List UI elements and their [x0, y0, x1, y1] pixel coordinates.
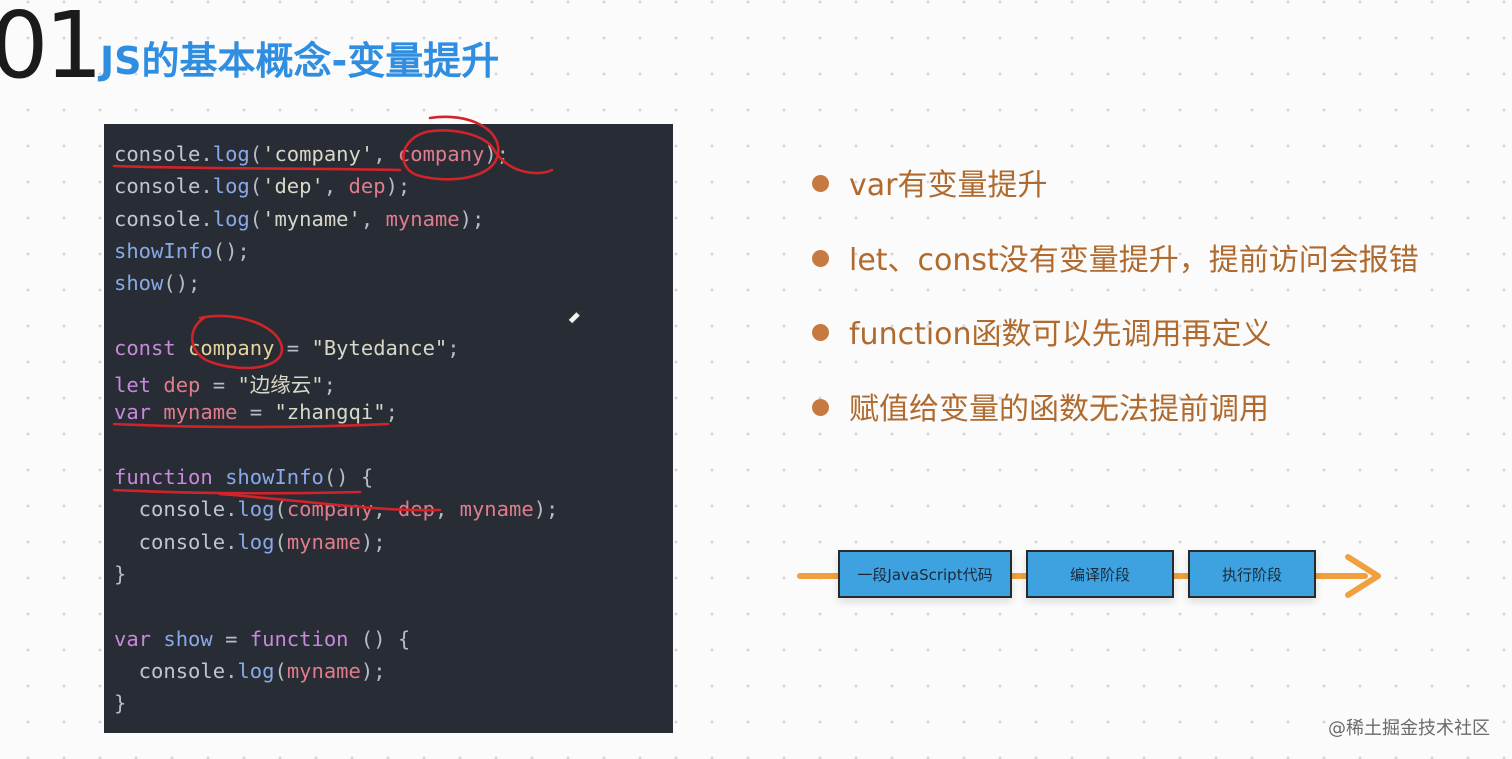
code-line: var myname = "zhangqi";: [114, 400, 398, 424]
code-token: (: [274, 529, 287, 554]
code-token: 'company': [262, 142, 374, 166]
slide-title: JS的基本概念-变量提升: [100, 39, 500, 83]
code-token: myname: [385, 206, 460, 231]
code-line: console.log(myname);: [114, 530, 386, 554]
code-token: ,: [323, 174, 349, 199]
code-token: "zhangqi": [274, 400, 386, 425]
code-line: console.log(myname);: [114, 659, 386, 683]
code-token: (: [274, 658, 287, 683]
code-token: ;: [323, 373, 336, 398]
bullet-item: var有变量提升: [812, 160, 1047, 204]
code-token: log: [212, 174, 250, 199]
code-token: console: [114, 658, 226, 683]
bullet-item: 赋值给变量的函数无法提前调用: [812, 384, 1269, 428]
code-token: console: [114, 206, 201, 231]
code-token: var: [114, 626, 164, 651]
code-token: "Bytedance": [311, 335, 448, 360]
code-token: );: [360, 658, 386, 683]
code-token: ,: [360, 206, 386, 231]
code-token: log: [212, 142, 250, 166]
code-token: myname: [286, 658, 361, 683]
code-token: showInfo: [225, 465, 324, 489]
code-token: let: [114, 373, 164, 398]
code-token: "边缘云": [237, 373, 324, 398]
code-line: showInfo();: [114, 239, 250, 263]
code-token: console: [114, 497, 226, 522]
bullet-dot-icon: [812, 175, 829, 192]
code-token: (: [249, 142, 263, 166]
code-token: .: [200, 206, 213, 231]
code-line: console.log('myname', myname);: [114, 207, 484, 231]
stage-compile: 编译阶段: [1026, 550, 1174, 598]
code-token: log: [212, 206, 250, 231]
code-token: showInfo: [114, 238, 213, 263]
code-token: () {: [323, 465, 374, 489]
code-panel: console.log('company', company);console.…: [104, 124, 673, 733]
bullet-item: let、const没有变量提升，提前访问会报错: [812, 235, 1419, 279]
code-token: }: [114, 691, 127, 716]
code-line: }: [114, 691, 126, 715]
code-token: =: [237, 400, 275, 425]
code-token: =: [274, 335, 312, 360]
code-line: }: [114, 562, 126, 586]
bullet-dot-icon: [812, 324, 829, 341]
code-token: show: [163, 626, 213, 651]
code-token: const: [114, 335, 189, 360]
code-token: myname: [459, 497, 534, 522]
code-token: function: [249, 626, 349, 651]
code-token: console: [114, 142, 201, 166]
code-token: =: [212, 626, 250, 651]
code-token: ;: [385, 400, 398, 425]
code-token: =: [200, 373, 238, 398]
bullet-text: function函数可以先调用再定义: [849, 317, 1272, 352]
stage-execute: 执行阶段: [1188, 550, 1316, 598]
watermark: @稀土掘金技术社区: [1328, 718, 1490, 739]
code-token: dep: [348, 174, 386, 199]
code-token: 'dep': [262, 174, 324, 199]
code-token: ();: [212, 238, 250, 263]
code-token: function: [114, 465, 226, 489]
bullet-text: let、const没有变量提升，提前访问会报错: [849, 242, 1419, 278]
bullet-item: function函数可以先调用再定义: [812, 309, 1272, 353]
code-token: ,: [373, 142, 398, 166]
code-token: 'myname': [262, 206, 361, 231]
code-token: .: [225, 658, 238, 683]
pencil-icon: [567, 310, 582, 325]
bullet-text: 赋值给变量的函数无法提前调用: [849, 391, 1269, 427]
bullet-dot-icon: [812, 398, 829, 416]
code-token: (: [249, 206, 263, 231]
code-line: let dep = "边缘云";: [114, 368, 336, 398]
code-token: dep: [163, 373, 201, 398]
code-token: var: [114, 400, 164, 425]
code-token: ();: [163, 271, 201, 296]
slide-number: 01: [0, 0, 103, 99]
stage-javascript-code: 一段JavaScript代码: [838, 550, 1012, 598]
code-line: var show = function () {: [114, 627, 410, 651]
code-token: );: [360, 529, 386, 554]
bullet-text: var有变量提升: [849, 168, 1048, 203]
code-token: console: [114, 174, 201, 199]
code-token: (: [249, 174, 263, 199]
code-token: .: [225, 529, 238, 554]
code-token: console: [114, 529, 226, 554]
code-token: show: [114, 271, 164, 296]
code-token: );: [533, 497, 559, 522]
code-token: myname: [286, 529, 361, 554]
code-line: console.log('dep', dep);: [114, 174, 410, 198]
code-token: .: [200, 174, 213, 199]
bullet-dot-icon: [812, 249, 829, 267]
code-token: .: [200, 142, 213, 166]
code-token: ;: [447, 335, 460, 360]
code-line: function showInfo() {: [114, 465, 373, 489]
code-token: }: [114, 561, 127, 586]
code-token: );: [459, 206, 485, 231]
code-token: log: [237, 529, 275, 554]
code-token: myname: [163, 400, 238, 425]
code-line: show();: [114, 271, 200, 295]
code-token: () {: [348, 626, 411, 651]
code-token: log: [237, 658, 275, 683]
